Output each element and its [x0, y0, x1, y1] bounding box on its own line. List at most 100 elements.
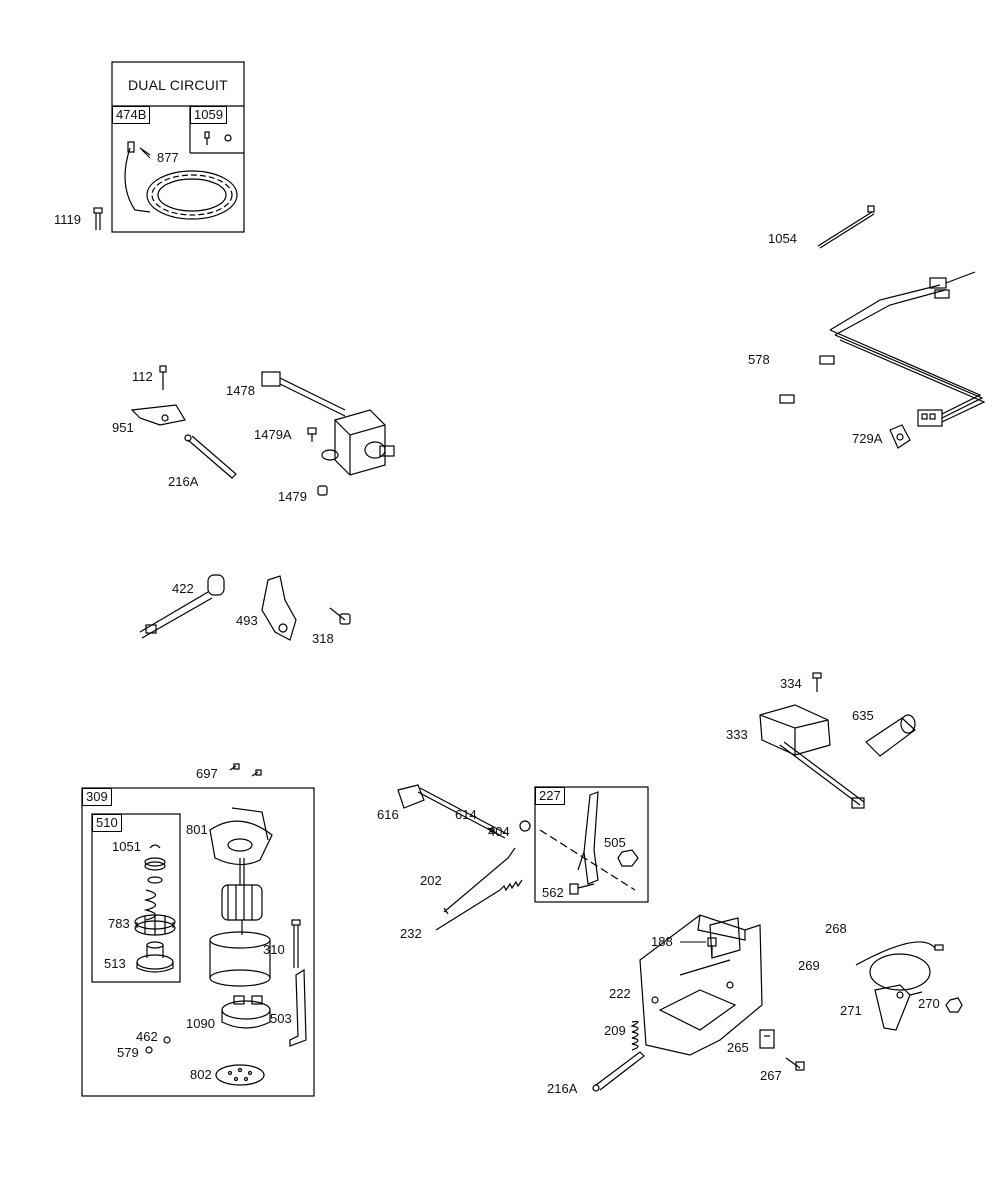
part-label-267: 267 — [760, 1068, 782, 1083]
part-label-271: 271 — [840, 1003, 862, 1018]
nut-part-462 — [163, 1036, 171, 1044]
part-label-802: 802 — [190, 1067, 212, 1082]
bolt-part-188 — [707, 937, 717, 958]
kit-label-474B: 474B — [112, 106, 151, 124]
bracket-part-493 — [261, 575, 297, 641]
part-label-505: 505 — [604, 835, 626, 850]
armature-part — [221, 858, 263, 935]
part-label-493: 493 — [236, 613, 258, 628]
part-label-614: 614 — [455, 807, 477, 822]
screw-part-1479A — [307, 427, 317, 442]
lever-part-271 — [874, 984, 923, 1031]
washer-part-579 — [145, 1046, 153, 1054]
link-part-202 — [443, 847, 516, 915]
kit-box-227 — [534, 786, 649, 903]
bolt-part-112 — [159, 365, 167, 390]
kit-label-510: 510 — [92, 814, 122, 832]
part-label-729A: 729A — [852, 431, 883, 446]
part-label-404: 404 — [488, 824, 510, 839]
part-label-202: 202 — [420, 873, 442, 888]
lever-part-422 — [139, 574, 225, 639]
clip-part-729A — [889, 424, 911, 449]
part-label-222: 222 — [609, 986, 631, 1001]
part-label-268: 268 — [825, 921, 847, 936]
part-label-216A-bottom: 216A — [547, 1081, 578, 1096]
part-label-578: 578 — [748, 352, 770, 367]
bolt-part-334 — [812, 672, 822, 692]
kit-label-309: 309 — [82, 788, 112, 806]
kit-label-1059: 1059 — [190, 106, 227, 124]
screw-part-697 — [229, 763, 262, 777]
bracket-part-503 — [289, 968, 307, 1047]
wiring-harness-part-578 — [779, 271, 986, 427]
solenoid-part-1478 — [261, 371, 395, 476]
gear-part-783 — [134, 914, 176, 936]
spark-plug-boot-part-635 — [865, 714, 916, 757]
part-label-422: 422 — [172, 581, 194, 596]
leader-lines — [141, 149, 706, 943]
part-label-579: 579 — [117, 1045, 139, 1060]
link-rod-part-216A — [184, 434, 237, 479]
part-label-270: 270 — [918, 996, 940, 1011]
part-label-188: 188 — [651, 934, 673, 949]
housing-part — [209, 931, 271, 987]
screw-part-1479 — [317, 485, 328, 496]
part-label-1119: 1119 — [54, 212, 81, 227]
ignition-coil-part-333 — [759, 704, 865, 809]
control-bracket-part-222 — [639, 914, 763, 1056]
bolt-part-318 — [329, 607, 351, 625]
retainer-part-1051 — [149, 844, 161, 849]
part-label-1478: 1478 — [226, 383, 255, 398]
part-label-616: 616 — [377, 807, 399, 822]
screw-part-1059 — [204, 131, 232, 145]
part-label-318: 318 — [312, 631, 334, 646]
screw-part-267 — [785, 1057, 805, 1071]
drive-gear-parts — [143, 857, 166, 921]
cable-part-268 — [855, 941, 944, 991]
part-label-216A-top: 216A — [168, 474, 199, 489]
screw-part-562 — [569, 883, 595, 895]
part-label-877: 877 — [157, 150, 179, 165]
part-label-1479A: 1479A — [254, 427, 292, 442]
pin-part-614 — [487, 827, 499, 835]
part-label-503: 503 — [270, 1011, 292, 1026]
part-label-1054: 1054 — [768, 231, 797, 246]
part-label-1051: 1051 — [112, 839, 141, 854]
part-label-562: 562 — [542, 885, 564, 900]
part-label-269: 269 — [798, 958, 820, 973]
cable-tie-part-1054 — [817, 205, 875, 249]
part-label-209: 209 — [604, 1023, 626, 1038]
part-label-310: 310 — [263, 942, 285, 957]
part-label-801: 801 — [186, 822, 208, 837]
link-rod-part-216A-bottom — [592, 1051, 645, 1092]
bolt-part-1119 — [93, 207, 103, 230]
dual-circuit-title: DUAL CIRCUIT — [128, 77, 228, 93]
part-label-513: 513 — [104, 956, 126, 971]
kit-label-227: 227 — [535, 787, 565, 805]
through-bolt-part-310 — [291, 919, 301, 968]
part-label-232: 232 — [400, 926, 422, 941]
part-label-112: 112 — [132, 369, 153, 384]
part-label-697: 697 — [196, 766, 218, 781]
spring-part-209 — [630, 1020, 639, 1051]
part-label-1090: 1090 — [186, 1016, 215, 1031]
brush-plate-part-1090 — [221, 995, 271, 1029]
nut-part-270 — [945, 997, 963, 1013]
part-label-462: 462 — [136, 1029, 158, 1044]
washer-part-404 — [519, 820, 531, 832]
end-cap-part-801 — [209, 807, 273, 866]
stator-part — [124, 141, 238, 220]
part-label-783: 783 — [108, 916, 130, 931]
pinion-part-513 — [136, 941, 174, 973]
part-label-951: 951 — [112, 420, 134, 435]
nut-part-505 — [617, 849, 639, 867]
clip-part-265 — [759, 1029, 775, 1049]
part-label-333: 333 — [726, 727, 748, 742]
part-label-635: 635 — [852, 708, 874, 723]
plate-part-802 — [215, 1064, 265, 1086]
part-label-265: 265 — [727, 1040, 749, 1055]
kit-box-309 — [81, 787, 315, 1097]
spring-part-232 — [435, 879, 523, 931]
bracket-part-951 — [130, 404, 186, 426]
